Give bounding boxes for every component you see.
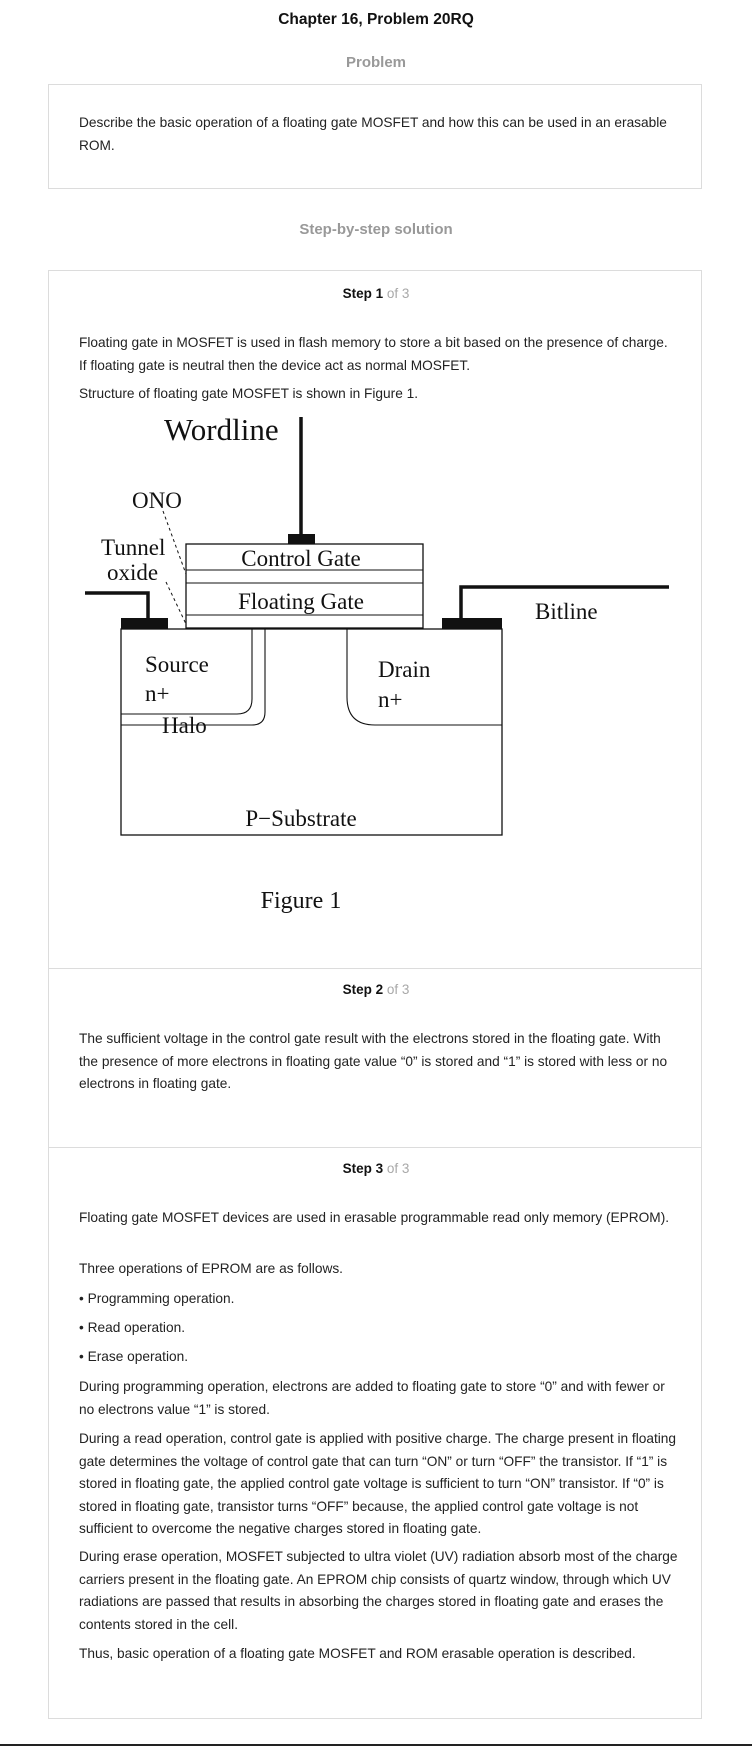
step-1-paragraph-1: Floating gate in MOSFET is used in flash…: [79, 335, 668, 373]
step-3-bullet-1: • Programming operation.: [79, 1291, 235, 1306]
ono-leader: [162, 510, 187, 575]
step-3-bullet-3: • Erase operation.: [79, 1349, 189, 1364]
problem-text: Describe the basic operation of a floati…: [79, 115, 667, 153]
figure-caption: Figure 1: [261, 888, 342, 914]
source-doping-label: n+: [145, 681, 169, 706]
bitline-label: Bitline: [535, 599, 598, 624]
drain-region: [346, 629, 502, 726]
step-3-paragraph-2: Three operations of EPROM are as follows…: [79, 1261, 343, 1276]
page-bottom-rule: [0, 1744, 752, 1746]
step-3-paragraph-4: During a read operation, control gate is…: [79, 1431, 677, 1536]
step-1-label: Step 1 of 3: [0, 286, 752, 301]
problem-box: [48, 84, 702, 189]
step-2-number: Step 2: [342, 982, 384, 997]
gate-stack: [185, 543, 424, 629]
control-gate-label: Control Gate: [241, 546, 360, 571]
wordline-contact: [288, 534, 315, 544]
halo-region: [121, 629, 266, 726]
substrate-label: P−Substrate: [245, 806, 356, 831]
source-contact: [121, 618, 168, 629]
step-divider: [48, 1147, 702, 1148]
source-region: [121, 629, 253, 715]
step-3-bullet-2: • Read operation.: [79, 1320, 185, 1335]
halo-label: Halo: [162, 713, 207, 738]
ono-label: ONO: [132, 488, 182, 513]
step-1-paragraph-2: Structure of floating gate MOSFET is sho…: [79, 386, 419, 401]
substrate-body: [120, 628, 503, 836]
step-3-paragraph-3: During programming operation, electrons …: [79, 1379, 665, 1417]
step-3-total: of 3: [386, 1161, 410, 1176]
source-wire: [85, 591, 150, 620]
drain-contact: [442, 618, 502, 629]
tunnel-oxide-leader: [165, 581, 187, 625]
step-3-label: Step 3 of 3: [0, 1161, 752, 1176]
bitline-wire: [459, 585, 669, 620]
page-title: Chapter 16, Problem 20RQ: [278, 11, 474, 28]
step-3-paragraph-1: Floating gate MOSFET devices are used in…: [79, 1210, 670, 1225]
step-2-label: Step 2 of 3: [0, 982, 752, 997]
step-3-paragraph-6: Thus, basic operation of a floating gate…: [79, 1646, 636, 1661]
drain-label: Drain: [378, 657, 431, 682]
tunnel-label: Tunnel: [101, 535, 165, 560]
step-divider: [48, 968, 702, 969]
step-3-paragraph-5: During erase operation, MOSFET subjected…: [79, 1549, 678, 1632]
oxide-label: oxide: [107, 560, 158, 585]
step-1-number: Step 1: [342, 286, 384, 301]
step-3-number: Step 3: [342, 1161, 384, 1176]
step-2-paragraph-1: The sufficient voltage in the control ga…: [79, 1031, 668, 1091]
drain-doping-label: n+: [378, 687, 402, 712]
step-2-total: of 3: [386, 982, 410, 997]
source-label: Source: [145, 652, 209, 677]
problem-heading: Problem: [345, 54, 406, 71]
floating-gate-mosfet-figure: Wordline Control Gate Floating Gate ONO …: [85, 412, 669, 914]
solution-box: [48, 270, 702, 1719]
wordline-label: Wordline: [164, 412, 279, 447]
step-1-total: of 3: [386, 286, 410, 301]
floating-gate-label: Floating Gate: [238, 589, 364, 614]
solution-heading: Step-by-step solution: [299, 221, 453, 238]
